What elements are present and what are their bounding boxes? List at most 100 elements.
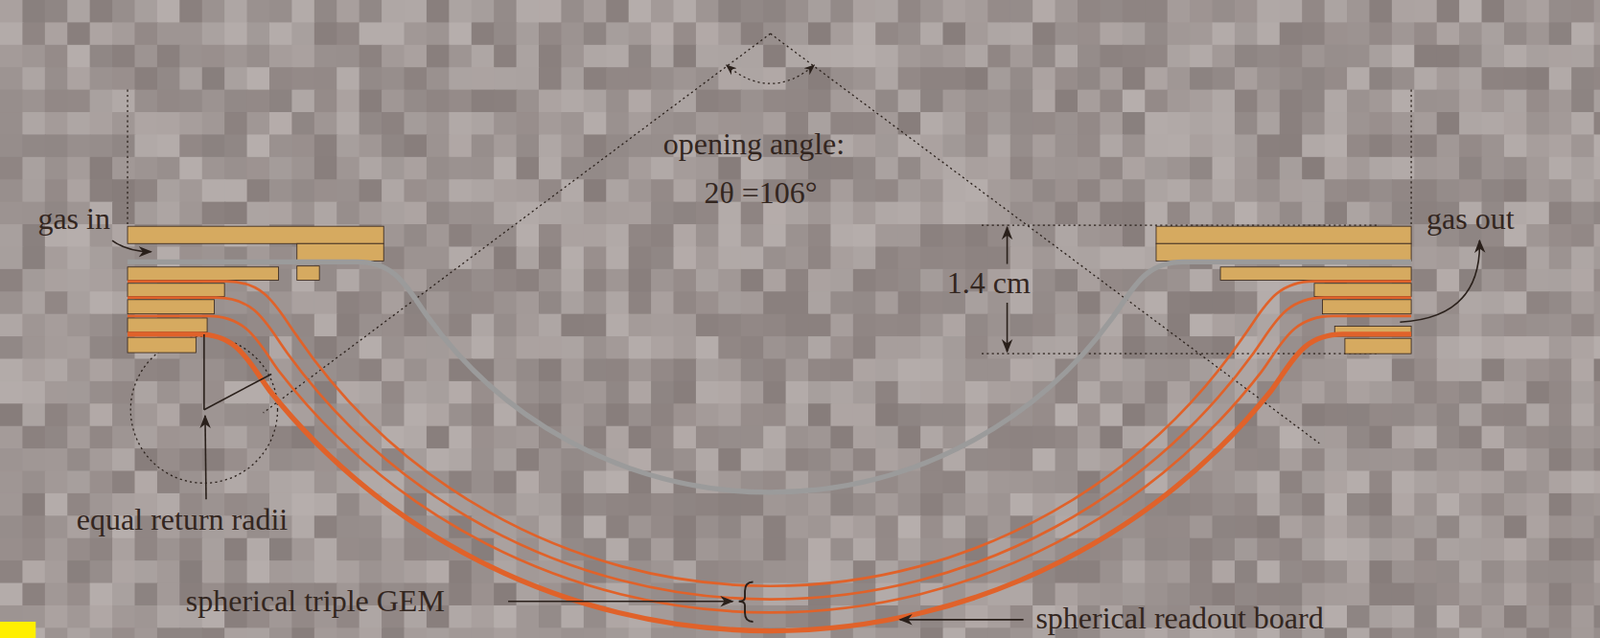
texture-cell	[1594, 358, 1600, 382]
texture-cell	[1324, 493, 1348, 517]
texture-cell	[1482, 336, 1506, 360]
texture-cell	[1459, 90, 1483, 114]
texture-cell	[1212, 202, 1236, 226]
texture-cell	[1032, 157, 1056, 181]
texture-cell	[853, 448, 877, 472]
texture-cell	[943, 112, 967, 136]
texture-cell	[1346, 22, 1370, 46]
texture-cell	[1459, 179, 1483, 203]
texture-cell	[1368, 448, 1392, 472]
texture-cell	[763, 246, 787, 270]
texture-cell	[695, 246, 719, 270]
texture-cell	[898, 179, 922, 203]
texture-cell	[1032, 269, 1056, 293]
texture-cell	[560, 246, 584, 270]
texture-cell	[0, 45, 24, 69]
texture-cell	[1482, 403, 1506, 427]
texture-cell	[1099, 0, 1123, 24]
texture-cell	[1414, 134, 1438, 158]
texture-cell	[1391, 426, 1415, 450]
texture-cell	[673, 448, 697, 472]
texture-cell	[1414, 426, 1438, 450]
texture-cell	[920, 22, 944, 46]
texture-cell	[22, 426, 46, 450]
texture-cell	[0, 426, 24, 450]
texture-cell	[1391, 538, 1415, 562]
texture-cell	[493, 67, 517, 91]
texture-cell	[1256, 22, 1280, 46]
texture-cell	[1391, 448, 1415, 472]
texture-cell	[291, 157, 315, 181]
texture-cell	[1279, 112, 1303, 136]
texture-cell	[1482, 426, 1506, 450]
texture-cell	[1122, 246, 1146, 270]
texture-cell	[0, 22, 24, 46]
texture-cell	[0, 202, 24, 226]
texture-cell	[1256, 0, 1280, 24]
texture-cell	[1482, 67, 1506, 91]
texture-cell	[808, 448, 832, 472]
texture-cell	[448, 269, 472, 293]
texture-cell	[471, 112, 495, 136]
texture-cell	[920, 291, 944, 315]
texture-cell	[605, 179, 629, 203]
texture-cell	[67, 314, 91, 338]
texture-cell	[763, 358, 787, 382]
texture-cell	[943, 45, 967, 69]
texture-cell	[404, 0, 428, 24]
texture-cell	[1526, 0, 1550, 24]
texture-cell	[1324, 336, 1348, 360]
texture-cell	[1346, 403, 1370, 427]
texture-cell	[965, 448, 989, 472]
texture-cell	[516, 358, 540, 382]
texture-cell	[1256, 515, 1280, 539]
texture-cell	[90, 22, 114, 46]
texture-cell	[1324, 426, 1348, 450]
texture-cell	[786, 246, 810, 270]
texture-cell	[583, 269, 607, 293]
texture-cell	[247, 0, 271, 24]
texture-cell	[741, 67, 765, 91]
texture-cell	[987, 157, 1011, 181]
texture-cell	[247, 560, 271, 584]
texture-cell	[471, 605, 495, 629]
texture-cell	[381, 134, 405, 158]
texture-cell	[471, 134, 495, 158]
texture-cell	[718, 22, 742, 46]
texture-cell	[628, 45, 652, 69]
texture-cell	[1212, 179, 1236, 203]
texture-cell	[112, 605, 136, 629]
texture-cell	[1010, 45, 1034, 69]
texture-cell	[291, 202, 315, 226]
texture-cell	[135, 179, 159, 203]
texture-cell	[404, 560, 428, 584]
texture-cell	[67, 134, 91, 158]
texture-cell	[853, 157, 877, 181]
texture-cell	[830, 358, 854, 382]
texture-cell	[90, 605, 114, 629]
texture-cell	[718, 246, 742, 270]
texture-cell	[718, 336, 742, 360]
texture-cell	[1594, 202, 1600, 226]
texture-cell	[920, 358, 944, 382]
texture-cell	[695, 314, 719, 338]
texture-cell	[45, 448, 69, 472]
texture-cell	[965, 45, 989, 69]
texture-cell	[830, 90, 854, 114]
texture-cell	[1459, 471, 1483, 495]
texture-cell	[67, 179, 91, 203]
texture-cell	[1256, 112, 1280, 136]
texture-cell	[135, 112, 159, 136]
texture-cell	[90, 426, 114, 450]
texture-cell	[291, 112, 315, 136]
texture-cell	[336, 291, 360, 315]
texture-cell	[67, 112, 91, 136]
texture-cell	[22, 314, 46, 338]
texture-cell	[1010, 22, 1034, 46]
texture-cell	[987, 45, 1011, 69]
texture-cell	[516, 471, 540, 495]
texture-cell	[673, 381, 697, 405]
texture-cell	[1167, 179, 1191, 203]
texture-cell	[1167, 269, 1191, 293]
texture-cell	[1346, 448, 1370, 472]
